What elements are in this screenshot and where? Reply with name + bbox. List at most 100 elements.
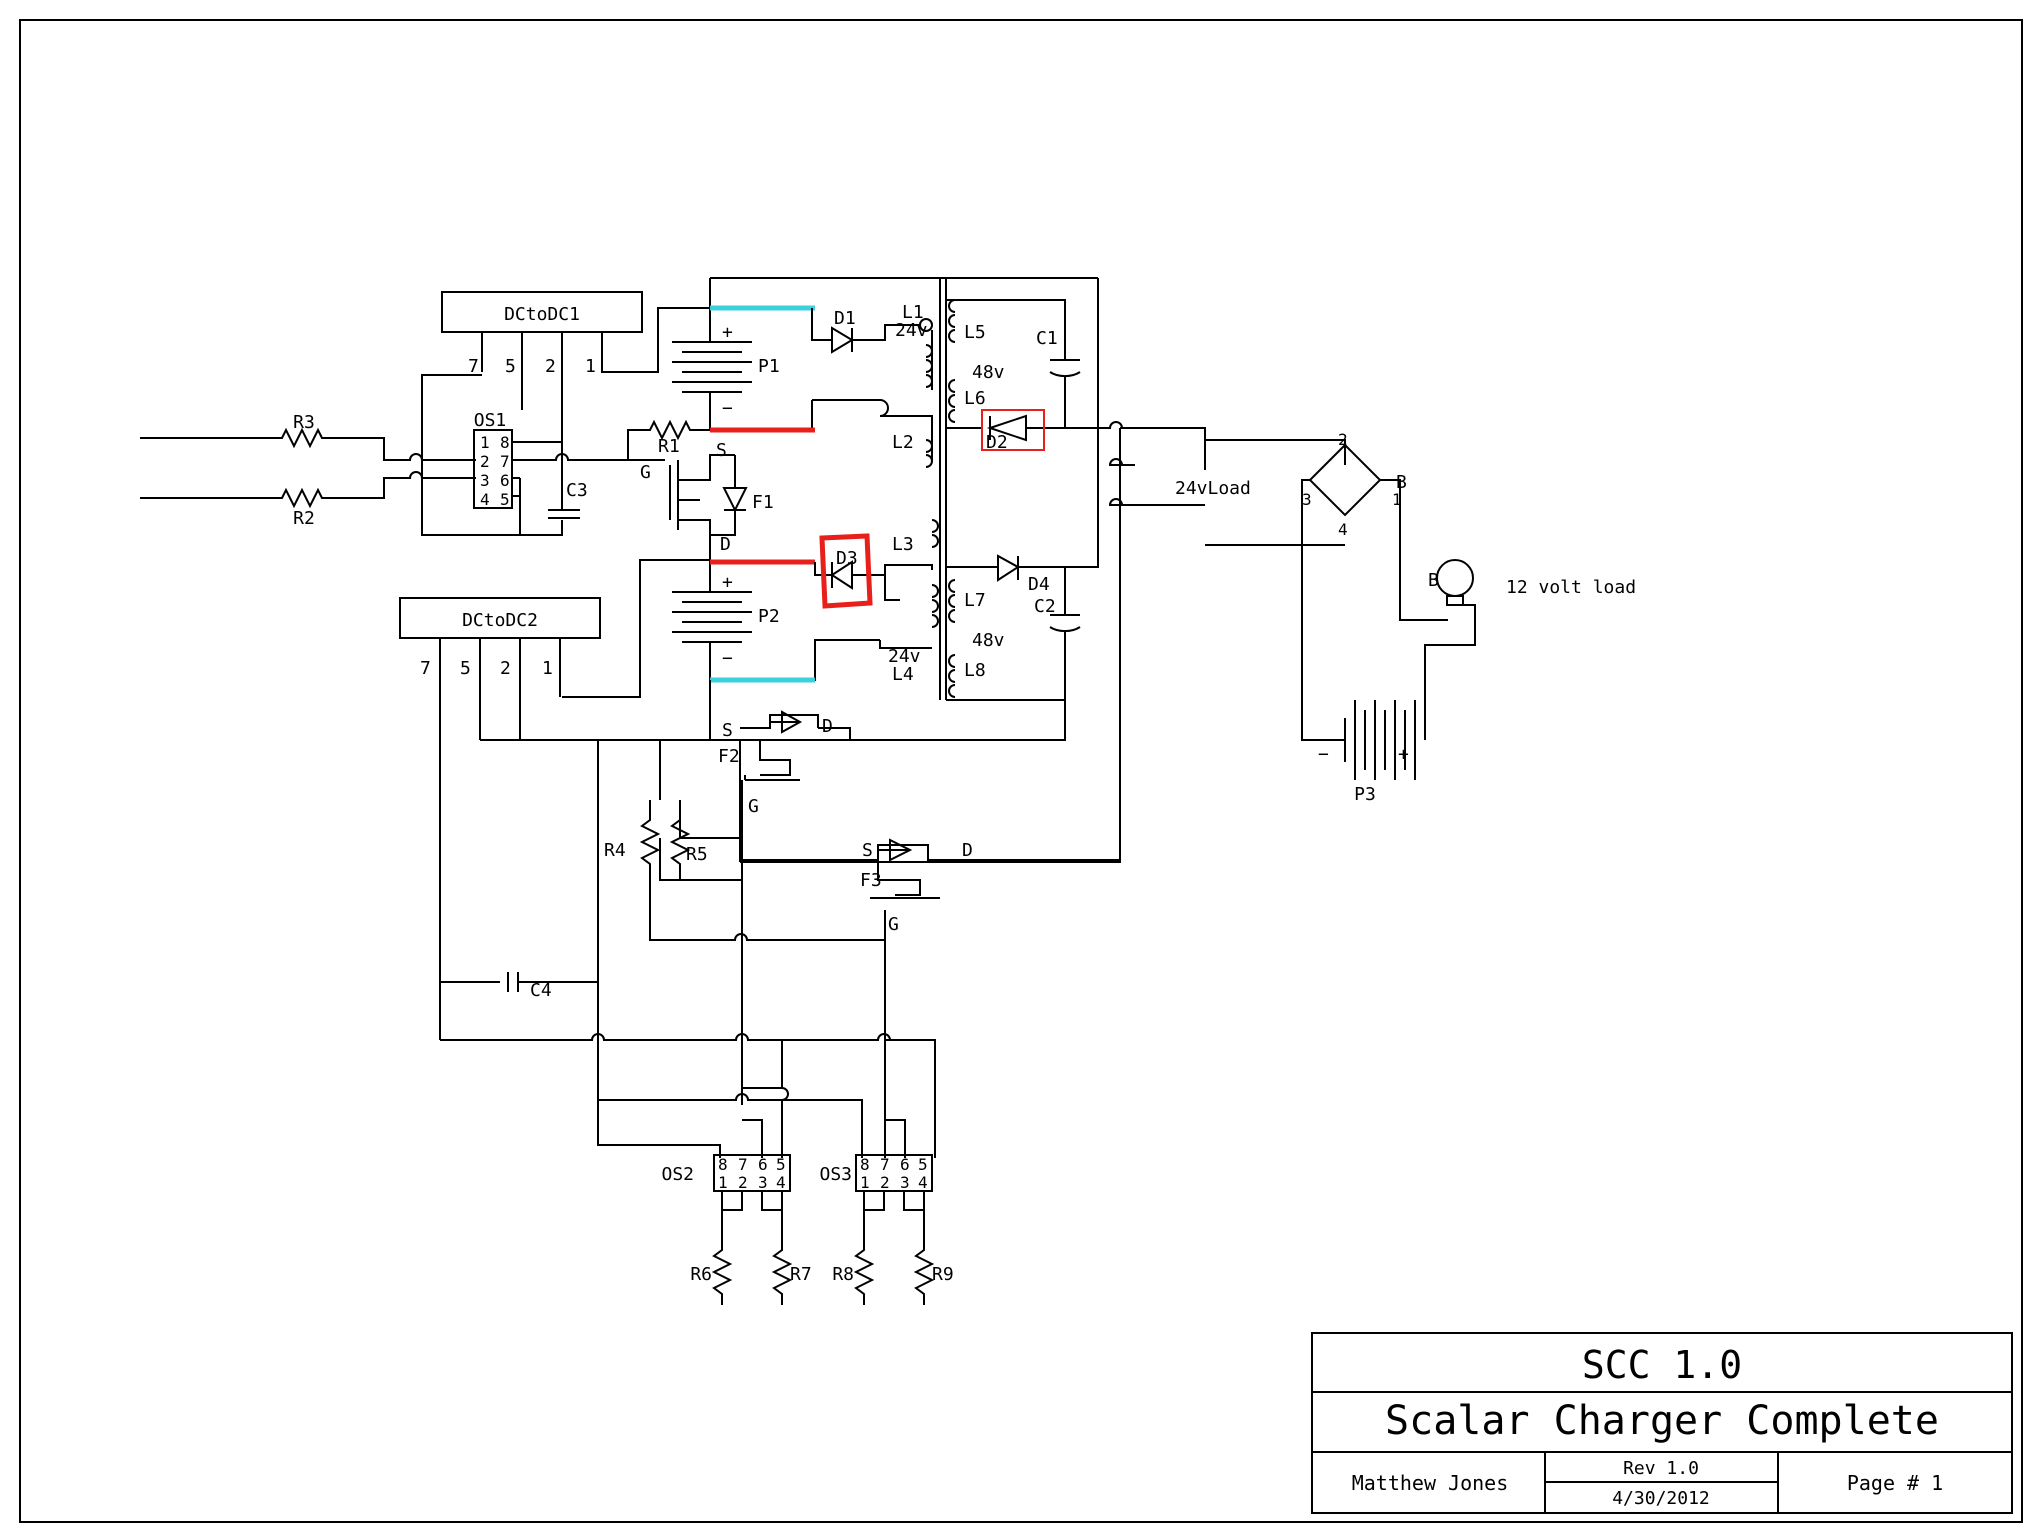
svg-text:7: 7 [500, 452, 510, 471]
bridge-and-load: 2 3 1 4 B B 12 volt load − + P3 [1301, 430, 1636, 805]
red-highlight-d2 [981, 409, 1045, 451]
svg-text:5: 5 [500, 490, 510, 509]
c4-label: C4 [530, 980, 552, 1001]
svg-text:S: S [716, 440, 727, 461]
svg-text:G: G [888, 914, 899, 935]
p1-label: P1 [758, 356, 780, 377]
date: 4/30/2012 [1612, 1488, 1710, 1509]
p2-label: P2 [758, 606, 780, 627]
p3-label: P3 [1354, 784, 1376, 805]
c1-label: C1 [1036, 328, 1058, 349]
svg-text:1: 1 [860, 1173, 870, 1192]
svg-text:−: − [722, 648, 733, 669]
load24-label: 24vLoad [1175, 478, 1251, 499]
l2-label: L2 [892, 432, 914, 453]
f2-label: F2 [718, 746, 740, 767]
secondary-section: C1 D2 D4 C2 24vLoad [740, 278, 1346, 863]
os2-chip [713, 1154, 791, 1192]
transformers: L1 24v L2 L3 24v L4 L5 48v L6 L7 48v L8 [879, 278, 1005, 700]
os1-chip [473, 429, 513, 509]
svg-text:48v: 48v [972, 362, 1005, 383]
svg-text:3: 3 [480, 471, 490, 490]
svg-text:8: 8 [500, 433, 510, 452]
r8-label: R8 [832, 1264, 854, 1285]
svg-text:24v: 24v [895, 320, 928, 341]
svg-text:1: 1 [480, 433, 490, 452]
drawing-title: Scalar Charger Complete [1385, 1398, 1939, 1444]
svg-text:D: D [720, 534, 731, 555]
svg-text:2: 2 [880, 1173, 890, 1192]
p2-battery: + P2 − [562, 559, 880, 698]
svg-text:6: 6 [500, 471, 510, 490]
os3-chip [855, 1154, 933, 1192]
svg-text:4: 4 [1338, 520, 1348, 539]
r3-label: R3 [293, 412, 315, 433]
svg-text:5: 5 [460, 658, 471, 679]
c2-label: C2 [1034, 596, 1056, 617]
svg-text:S: S [722, 720, 733, 741]
svg-text:5: 5 [918, 1155, 928, 1174]
f1-mosfet: R1 G S F1 D [627, 419, 774, 560]
svg-text:D: D [822, 716, 833, 737]
svg-text:1: 1 [542, 658, 553, 679]
svg-text:S: S [862, 840, 873, 861]
r4-label: R4 [604, 840, 626, 861]
dcdc1-pin-5: 5 [505, 356, 516, 377]
diodes-primary: D1 D3 [811, 308, 930, 609]
svg-text:6: 6 [900, 1155, 910, 1174]
bridge-b-label: B [1396, 472, 1407, 493]
bulb-icon [1436, 559, 1474, 597]
oscillator-bus: OS2 8 7 6 5 1 2 3 4 OS3 8 7 6 5 1 2 3 4 … [440, 982, 954, 1305]
l4-label: L4 [892, 664, 914, 685]
svg-text:2: 2 [738, 1173, 748, 1192]
svg-text:−: − [722, 398, 733, 419]
svg-text:1: 1 [1392, 490, 1402, 509]
svg-text:B: B [1428, 570, 1439, 591]
svg-text:3: 3 [900, 1173, 910, 1192]
svg-text:+: + [722, 322, 733, 343]
svg-text:7: 7 [738, 1155, 748, 1174]
svg-text:6: 6 [758, 1155, 768, 1174]
r5-label: R5 [686, 844, 708, 865]
os3-label: OS3 [819, 1164, 852, 1185]
r9-label: R9 [932, 1264, 954, 1285]
d1-label: D1 [834, 308, 856, 329]
svg-text:3: 3 [758, 1173, 768, 1192]
svg-text:+: + [722, 572, 733, 593]
svg-text:7: 7 [880, 1155, 890, 1174]
f2-f3-section: S D F2 G R4 R5 S D F3 G [480, 680, 1120, 1158]
r2-label: R2 [293, 508, 315, 529]
sheet-border [19, 19, 2023, 1523]
f1-label: F1 [752, 492, 774, 513]
g-label-f1: G [640, 462, 651, 483]
svg-text:G: G [748, 796, 759, 817]
l5-label: L5 [964, 322, 986, 343]
c3-label: C3 [566, 480, 588, 501]
svg-text:4: 4 [776, 1173, 786, 1192]
svg-text:+: + [1398, 744, 1409, 765]
load12-label: 12 volt load [1506, 577, 1636, 598]
l7-label: L7 [964, 590, 986, 611]
r1-label: R1 [658, 436, 680, 457]
svg-text:4: 4 [918, 1173, 928, 1192]
dcdc1-pin-2: 2 [545, 356, 556, 377]
page-number: Page # 1 [1847, 1471, 1943, 1495]
author: Matthew Jones [1352, 1471, 1509, 1495]
revision: Rev 1.0 [1623, 1458, 1699, 1479]
d4-label: D4 [1028, 574, 1050, 595]
dcdc1-label: DCtoDC1 [504, 304, 580, 325]
l1-label: L1 [902, 302, 924, 323]
svg-text:−: − [1318, 744, 1329, 765]
svg-text:48v: 48v [972, 630, 1005, 651]
l6-label: L6 [964, 388, 986, 409]
l3-label: L3 [892, 534, 914, 555]
svg-text:D: D [962, 840, 973, 861]
d3-label: D3 [836, 548, 858, 569]
svg-text:8: 8 [860, 1155, 870, 1174]
input-section: R3 R2 OS1 1 2 3 4 8 7 6 5 C3 [140, 410, 628, 536]
svg-text:1: 1 [718, 1173, 728, 1192]
svg-text:2: 2 [480, 452, 490, 471]
svg-text:7: 7 [420, 658, 431, 679]
dcdc1-pin-1: 1 [585, 356, 596, 377]
r6-label: R6 [690, 1264, 712, 1285]
